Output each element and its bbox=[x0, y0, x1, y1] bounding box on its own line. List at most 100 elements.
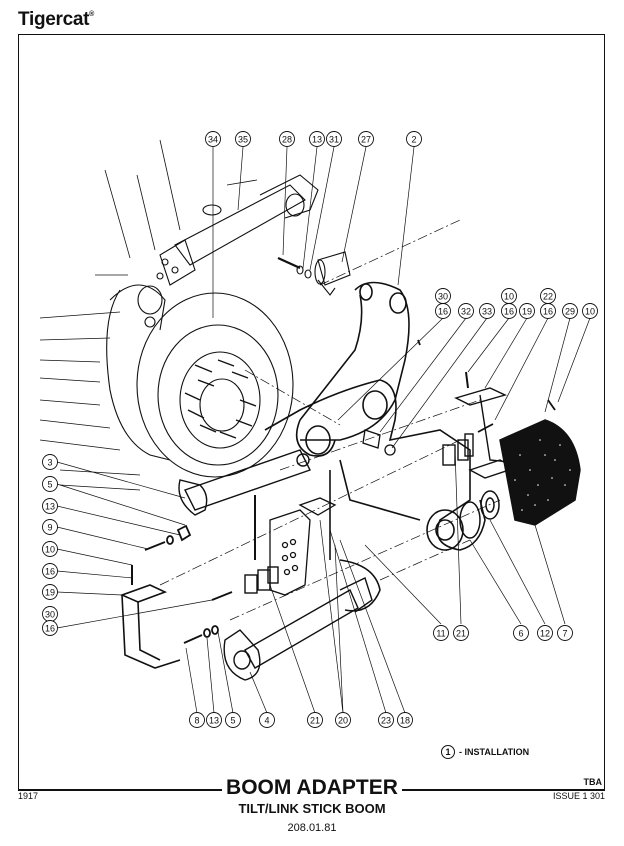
callout-number: 3 bbox=[47, 458, 52, 468]
shaft-upper bbox=[178, 449, 311, 516]
drawing-frame bbox=[18, 34, 605, 790]
callout-right-lower: 32 bbox=[458, 303, 474, 319]
callout-number: 19 bbox=[522, 307, 532, 317]
document-number: 208.01.81 bbox=[287, 822, 337, 834]
callout-bottom-right: 12 bbox=[537, 625, 553, 641]
callout-bottom-right: 11 bbox=[433, 625, 449, 641]
callout-right-lower: 16 bbox=[540, 303, 556, 319]
callout-left: 5 bbox=[42, 476, 58, 492]
registered-mark: ® bbox=[89, 11, 95, 18]
callout-top: 28 bbox=[279, 131, 295, 147]
shaft-lower bbox=[223, 577, 373, 681]
left-code: 1917 bbox=[18, 791, 39, 801]
callout-top: 35 bbox=[235, 131, 251, 147]
rotator-hub bbox=[106, 284, 294, 478]
callout-circle bbox=[307, 712, 323, 728]
callout-number: 30 bbox=[438, 292, 448, 302]
link-arm bbox=[299, 281, 410, 441]
callout-right-upper: 30 bbox=[435, 288, 451, 304]
callout-circle bbox=[42, 454, 58, 470]
callout-left: 9 bbox=[42, 519, 58, 535]
callout-right-lower: 29 bbox=[562, 303, 578, 319]
callout-circle bbox=[205, 131, 221, 147]
callout-number: 33 bbox=[482, 307, 492, 317]
page-title-text: BOOM ADAPTER bbox=[222, 776, 402, 799]
legend-callout-marker: 1 bbox=[441, 745, 455, 759]
callout-number: 16 bbox=[45, 624, 55, 634]
callout-circle bbox=[397, 712, 413, 728]
installation-legend: 1 - INSTALLATION bbox=[441, 745, 529, 759]
callout-circle bbox=[358, 131, 374, 147]
callout-circle bbox=[279, 131, 295, 147]
callout-top: 13 bbox=[309, 131, 325, 147]
brand-name: Tigercat bbox=[18, 9, 90, 30]
callout-bottom: 4 bbox=[259, 712, 275, 728]
brand-logo: Tigercat® bbox=[18, 9, 94, 31]
callout-number: 16 bbox=[45, 567, 55, 577]
callout-number: 8 bbox=[194, 716, 199, 726]
callout-number: 30 bbox=[45, 610, 55, 620]
callout-circle bbox=[562, 303, 578, 319]
callout-circle bbox=[42, 541, 58, 557]
callout-number: 13 bbox=[209, 716, 219, 726]
callout-circle bbox=[326, 131, 342, 147]
callout-number: 21 bbox=[456, 629, 466, 639]
callout-number: 13 bbox=[312, 135, 322, 145]
callout-number: 16 bbox=[438, 307, 448, 317]
adapter-body bbox=[264, 379, 486, 612]
callout-left: 10 bbox=[42, 541, 58, 557]
callout-circle bbox=[582, 303, 598, 319]
callout-number: 20 bbox=[338, 716, 348, 726]
callout-number: 23 bbox=[381, 716, 391, 726]
page-title: BOOM ADAPTER bbox=[0, 776, 624, 800]
callout-left: 16 bbox=[42, 620, 58, 636]
cylinder bbox=[156, 174, 319, 286]
callout-circle bbox=[406, 131, 422, 147]
bolt-9-set bbox=[144, 524, 192, 551]
washers-right bbox=[459, 490, 500, 539]
callout-number: 12 bbox=[540, 629, 550, 639]
callout-bottom: 8 bbox=[189, 712, 205, 728]
callout-circle bbox=[42, 519, 58, 535]
callout-top: 31 bbox=[326, 131, 342, 147]
pin-assembly bbox=[277, 251, 351, 296]
callout-top: 27 bbox=[358, 131, 374, 147]
callout-number: 32 bbox=[461, 307, 471, 317]
callout-bottom: 13 bbox=[206, 712, 222, 728]
callout-circle bbox=[189, 712, 205, 728]
callout-number: 10 bbox=[504, 292, 514, 302]
callout-number: 19 bbox=[45, 588, 55, 598]
callout-circle bbox=[42, 584, 58, 600]
callout-number: 29 bbox=[565, 307, 575, 317]
callout-number: 27 bbox=[361, 135, 371, 145]
callout-circle bbox=[309, 131, 325, 147]
callout-circle bbox=[557, 625, 573, 641]
callout-number: 16 bbox=[504, 307, 514, 317]
callout-number: 9 bbox=[47, 523, 52, 533]
callout-number: 2 bbox=[411, 135, 416, 145]
callout-number: 11 bbox=[436, 629, 445, 639]
callout-circle bbox=[540, 303, 556, 319]
frame-bottom-right-rule bbox=[400, 789, 605, 791]
callout-number: 6 bbox=[518, 629, 523, 639]
callout-circle bbox=[42, 476, 58, 492]
callout-number: 21 bbox=[310, 716, 320, 726]
callout-number: 5 bbox=[47, 480, 52, 490]
callout-left: 13 bbox=[42, 498, 58, 514]
callout-circle bbox=[479, 303, 495, 319]
bolts-top-right bbox=[417, 339, 556, 411]
callout-right-lower: 33 bbox=[479, 303, 495, 319]
callout-number: 10 bbox=[585, 307, 595, 317]
callout-right-lower: 16 bbox=[501, 303, 517, 319]
callout-bottom-right: 6 bbox=[513, 625, 529, 641]
leader-lines bbox=[56, 146, 591, 714]
callout-bottom: 5 bbox=[225, 712, 241, 728]
callout-number: 18 bbox=[400, 716, 410, 726]
callout-right-lower: 19 bbox=[519, 303, 535, 319]
sensor-blocks-left bbox=[211, 566, 279, 601]
callout-number: 28 bbox=[282, 135, 292, 145]
callout-number: 5 bbox=[230, 716, 235, 726]
callout-circle bbox=[42, 620, 58, 636]
callout-circle bbox=[225, 712, 241, 728]
